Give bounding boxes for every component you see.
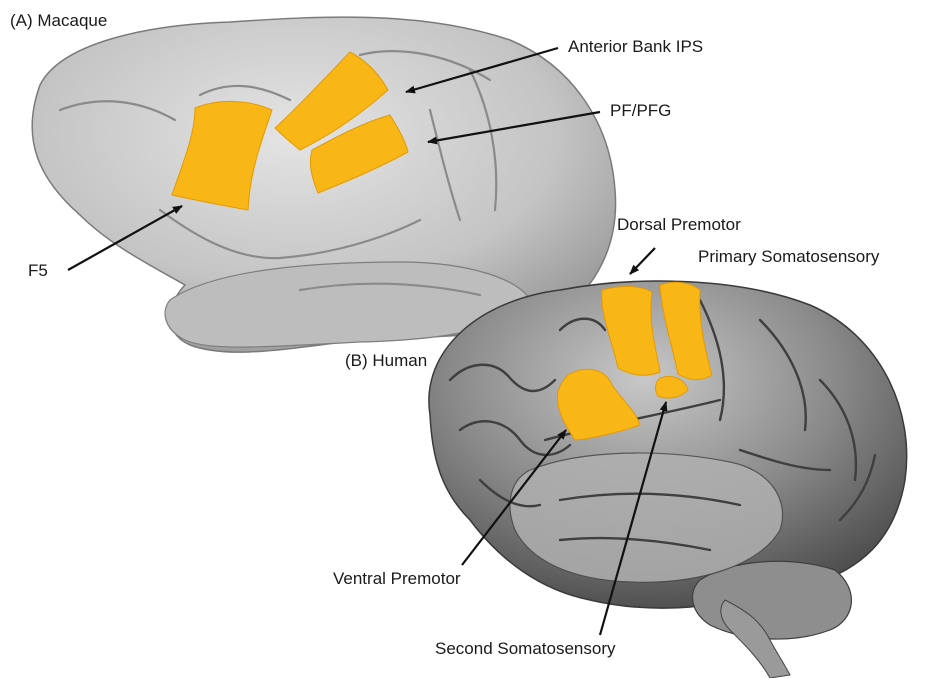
anterior-bank-ips-label: Anterior Bank IPS — [568, 38, 703, 55]
dorsal-premotor-label: Dorsal Premotor — [617, 216, 741, 233]
primary-somatosensory-label: Primary Somatosensory — [698, 248, 879, 265]
pf-pfg-label: PF/PFG — [610, 102, 671, 119]
human-brain — [429, 281, 907, 678]
human-panel-label: (B) Human — [345, 352, 427, 369]
macaque-panel-label: (A) Macaque — [10, 12, 107, 29]
f5-label: F5 — [28, 262, 48, 279]
second-somatosensory-label: Second Somatosensory — [435, 640, 616, 657]
ventral-premotor-label: Ventral Premotor — [333, 570, 461, 587]
arrow-dorsal-premotor — [630, 248, 655, 274]
